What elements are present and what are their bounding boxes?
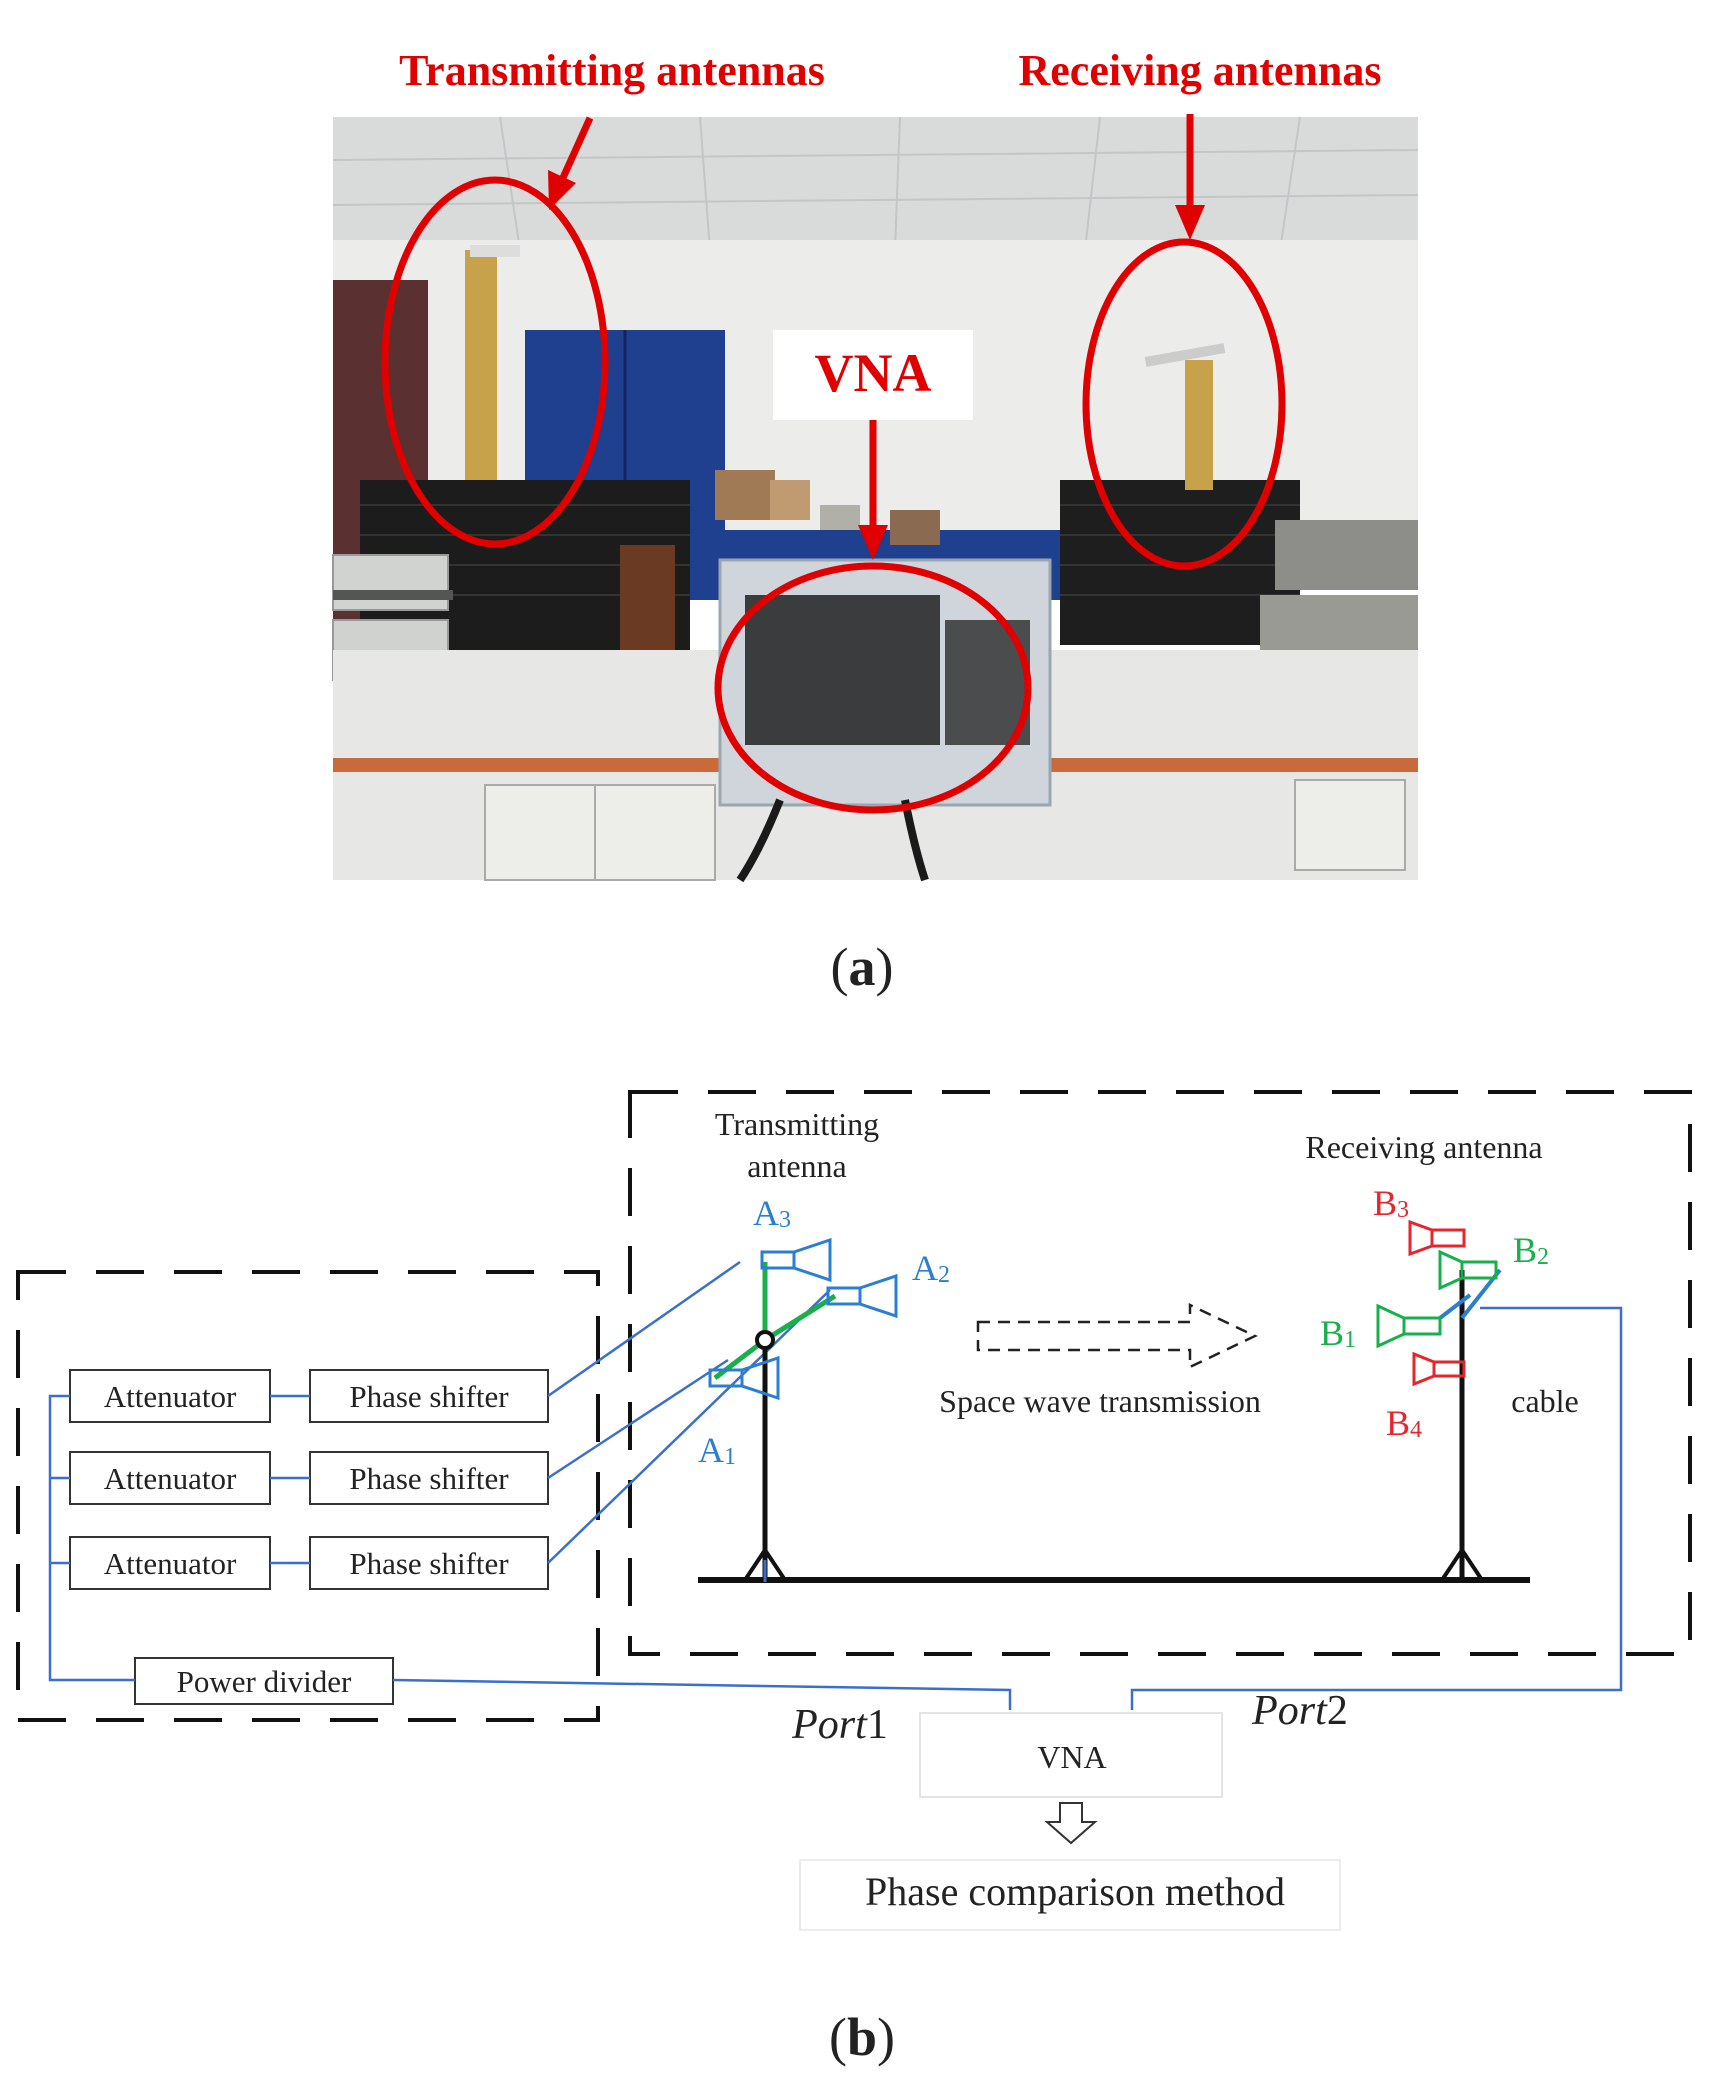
mast-structure [698, 1270, 1530, 1583]
B1-letter: B [1320, 1313, 1344, 1353]
attenuator-label-3: Attenuator [104, 1546, 237, 1581]
tx-antenna-heading-line2: antenna [747, 1148, 847, 1184]
attenuator-label-2: Attenuator [104, 1461, 237, 1496]
B3-letter: B [1373, 1183, 1397, 1223]
B3-sub: 3 [1397, 1197, 1409, 1223]
port2-label: Port2 [1251, 1688, 1348, 1734]
annotation-arrows [548, 114, 1205, 560]
port2-num: 2 [1327, 1688, 1348, 1734]
rx-antenna-ellipse [1082, 238, 1286, 570]
port1-num: 1 [867, 1702, 888, 1748]
B2-sub: 2 [1537, 1244, 1549, 1270]
A3-sub: 3 [779, 1207, 791, 1233]
vna-label: VNA [815, 343, 932, 403]
B2-letter: B [1513, 1230, 1537, 1270]
vna-label-box [773, 330, 973, 420]
A2-letter: A [912, 1248, 938, 1288]
A3-letter: A [753, 1193, 779, 1233]
B1-sub: 1 [1344, 1327, 1356, 1353]
method-box [799, 1859, 1341, 1931]
tx-element-label-A3: A3 [753, 1193, 791, 1233]
attenuator-box-3 [69, 1536, 271, 1590]
vna-box [919, 1712, 1223, 1798]
caption-b: (b) [829, 2007, 895, 2067]
tx-element-label-A1: A1 [698, 1430, 736, 1470]
rx-antenna-heading: Receiving antenna [1305, 1129, 1542, 1165]
rx-element-label-B3: B3 [1373, 1183, 1409, 1223]
cable-label: cable [1511, 1383, 1579, 1419]
dashed-boxes [16, 1090, 1692, 1722]
rx-element-label-B2: B2 [1513, 1230, 1549, 1270]
port2-name: Port [1251, 1688, 1328, 1734]
attenuator-box-2 [69, 1451, 271, 1505]
feed-lines [48, 1260, 1623, 1710]
annotation-ellipses [381, 176, 1286, 814]
rx-label-box [980, 25, 1420, 117]
chain-boxes [69, 1369, 549, 1705]
vna-ellipse [714, 562, 1032, 814]
tx-arrow [558, 116, 594, 182]
attenuator-label-1: Attenuator [104, 1379, 237, 1414]
rx-element-label-B1: B1 [1320, 1313, 1356, 1353]
vna-box-label: VNA [1037, 1739, 1106, 1775]
antenna-setup-box [628, 1090, 1692, 1656]
phase-shifter-box-3 [309, 1536, 549, 1590]
down-arrow [1044, 1802, 1098, 1845]
caption-a-letter: a [849, 937, 876, 997]
power-divider-label: Power divider [177, 1664, 352, 1699]
port1-label: Port1 [791, 1702, 888, 1748]
tx-antenna-ellipse [381, 176, 609, 548]
A1-letter: A [698, 1430, 724, 1470]
method-label: Phase comparison method [865, 1869, 1285, 1914]
space-wave-label: Space wave transmission [939, 1383, 1261, 1419]
phase-shifter-label-3: Phase shifter [349, 1546, 509, 1581]
tx-antenna-array [708, 1237, 898, 1401]
attenuator-box-1 [69, 1369, 271, 1423]
phase-shifter-label-2: Phase shifter [349, 1461, 509, 1496]
tx-element-label-A2: A2 [912, 1248, 950, 1288]
tx-label-box [348, 25, 876, 117]
caption-b-letter: b [847, 2007, 877, 2067]
port1-name: Port [791, 1702, 868, 1748]
space-wave-arrow [976, 1303, 1258, 1369]
tx-antenna-heading-line1: Transmitting [715, 1106, 879, 1142]
phase-shifter-label-1: Phase shifter [349, 1379, 509, 1414]
rx-element-label-B4: B4 [1386, 1403, 1422, 1443]
rx-antenna-array [1376, 1219, 1502, 1387]
A2-sub: 2 [938, 1262, 950, 1288]
rx-antennas-label: Receiving antennas [1019, 46, 1382, 95]
B4-letter: B [1386, 1403, 1410, 1443]
phase-shifter-box-2 [309, 1451, 549, 1505]
feed-network-box [16, 1270, 600, 1722]
B4-sub: 4 [1410, 1417, 1422, 1443]
A1-sub: 1 [724, 1444, 736, 1470]
caption-a: (a) [831, 937, 894, 997]
panel-a-photo [332, 116, 1419, 883]
tx-antennas-label: Transmitting antennas [399, 46, 825, 95]
